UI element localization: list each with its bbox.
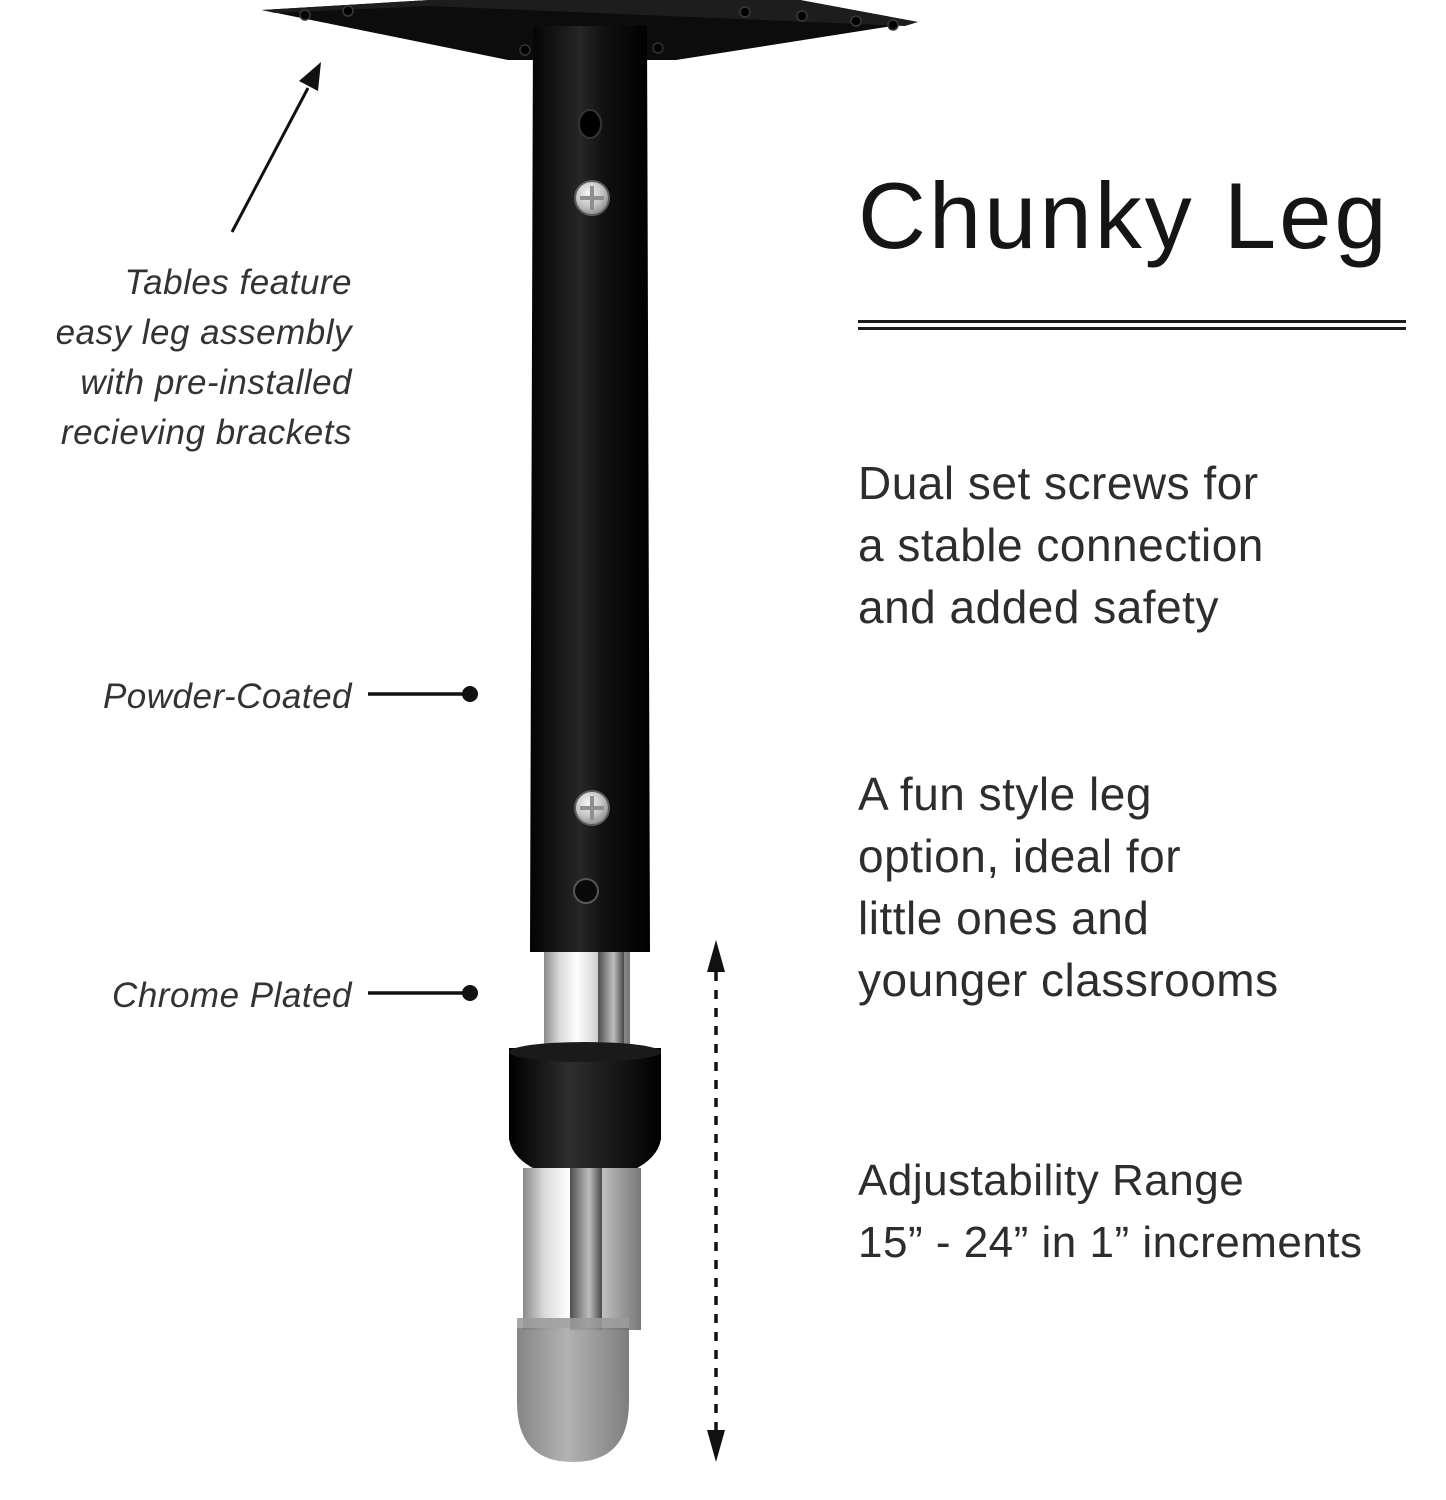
feature-line: A fun style leg bbox=[858, 768, 1152, 820]
assembly-note: Tables feature easy leg assembly with pr… bbox=[0, 258, 352, 458]
adjustment-collar bbox=[509, 1042, 661, 1180]
assembly-note-line: recieving brackets bbox=[60, 413, 352, 452]
chrome-upper-section bbox=[544, 930, 630, 1065]
feature-adjustability-range: Adjustability Range 15” - 24” in 1” incr… bbox=[858, 1150, 1363, 1274]
assembly-note-line: Tables feature bbox=[124, 263, 352, 302]
feature-line: 15” - 24” in 1” increments bbox=[858, 1218, 1363, 1267]
leg-tube bbox=[530, 26, 650, 952]
feature-line: little ones and bbox=[858, 892, 1150, 944]
feature-line: a stable connection bbox=[858, 519, 1264, 571]
feature-line: younger classrooms bbox=[858, 954, 1279, 1006]
feature-dual-set-screws: Dual set screws for a stable connection … bbox=[858, 452, 1264, 638]
chrome-plated-label: Chrome Plated bbox=[112, 976, 352, 1015]
feature-line: Dual set screws for bbox=[858, 457, 1259, 509]
page-title: Chunky Leg bbox=[858, 163, 1390, 268]
adjustability-arrow bbox=[707, 940, 725, 1462]
powder-coated-label: Powder-Coated bbox=[102, 677, 352, 716]
title-underline bbox=[858, 320, 1406, 330]
feature-line: Adjustability Range bbox=[858, 1156, 1245, 1205]
powder-coated-callout-line bbox=[368, 686, 478, 702]
assembly-note-line: with pre-installed bbox=[80, 363, 352, 402]
chrome-lower-section bbox=[523, 1168, 641, 1330]
foot-cap bbox=[517, 1318, 629, 1462]
feature-line: option, ideal for bbox=[858, 830, 1182, 882]
assembly-note-line: easy leg assembly bbox=[55, 313, 352, 352]
feature-fun-style: A fun style leg option, ideal for little… bbox=[858, 763, 1279, 1011]
assembly-arrow bbox=[230, 62, 321, 233]
feature-line: and added safety bbox=[858, 581, 1219, 633]
chrome-plated-callout-line bbox=[368, 985, 478, 1001]
